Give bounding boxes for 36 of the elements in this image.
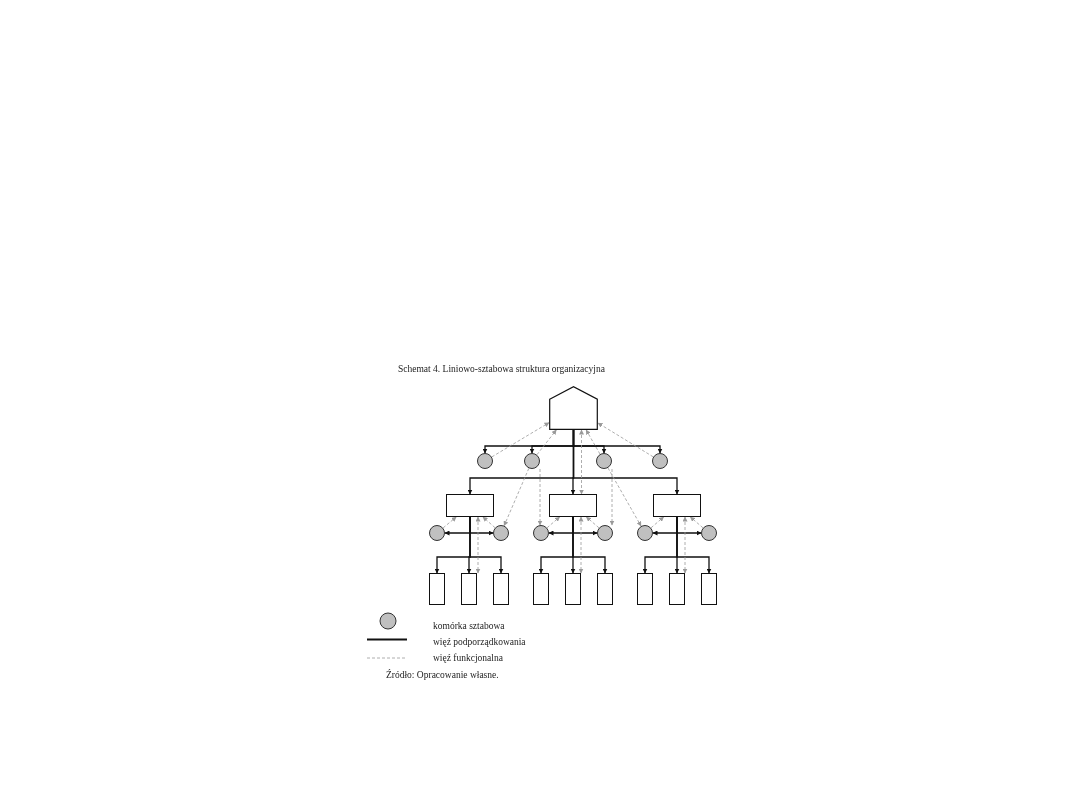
staff-cell-circle [701,525,717,541]
functional-link-arrow [682,516,688,574]
staff-cell-circle [429,525,445,541]
management-pentagon [549,386,598,430]
unit-box [637,573,653,605]
unit-box [461,573,477,605]
functional-link-arrow [475,516,481,574]
unit-box [493,573,509,605]
legend-label: komórka sztabowa [433,621,505,631]
unit-box [429,573,445,605]
legend-label: więź funkcjonalna [433,653,503,663]
unit-box [669,573,685,605]
source-caption: Źródło: Opracowanie własne. [386,670,499,680]
staff-cell-circle [637,525,653,541]
subordination-arrow [676,516,712,574]
staff-cell-circle [652,453,668,469]
unit-box [533,573,549,605]
diagram-title: Schemat 4. Liniowo-sztabowa struktura organizacyjna [398,364,605,374]
staff-cell-circle [493,525,509,541]
legend-label: więź podporządkowania [433,637,526,647]
unit-box [597,573,613,605]
unit-box [701,573,717,605]
subordination-arrow [572,516,608,574]
subordination-arrow [469,516,504,574]
unit-box [549,494,597,517]
staff-cell-circle [597,525,613,541]
functional-link-arrow [578,516,584,574]
subordination-arrow [572,429,680,495]
staff-cell-circle [596,453,612,469]
unit-box [565,573,581,605]
staff-cell-circle [533,525,549,541]
unit-box [653,494,701,517]
unit-box [446,494,494,517]
staff-cell-circle [477,453,493,469]
functional-link-arrow [579,429,584,495]
staff-cell-circle [524,453,540,469]
